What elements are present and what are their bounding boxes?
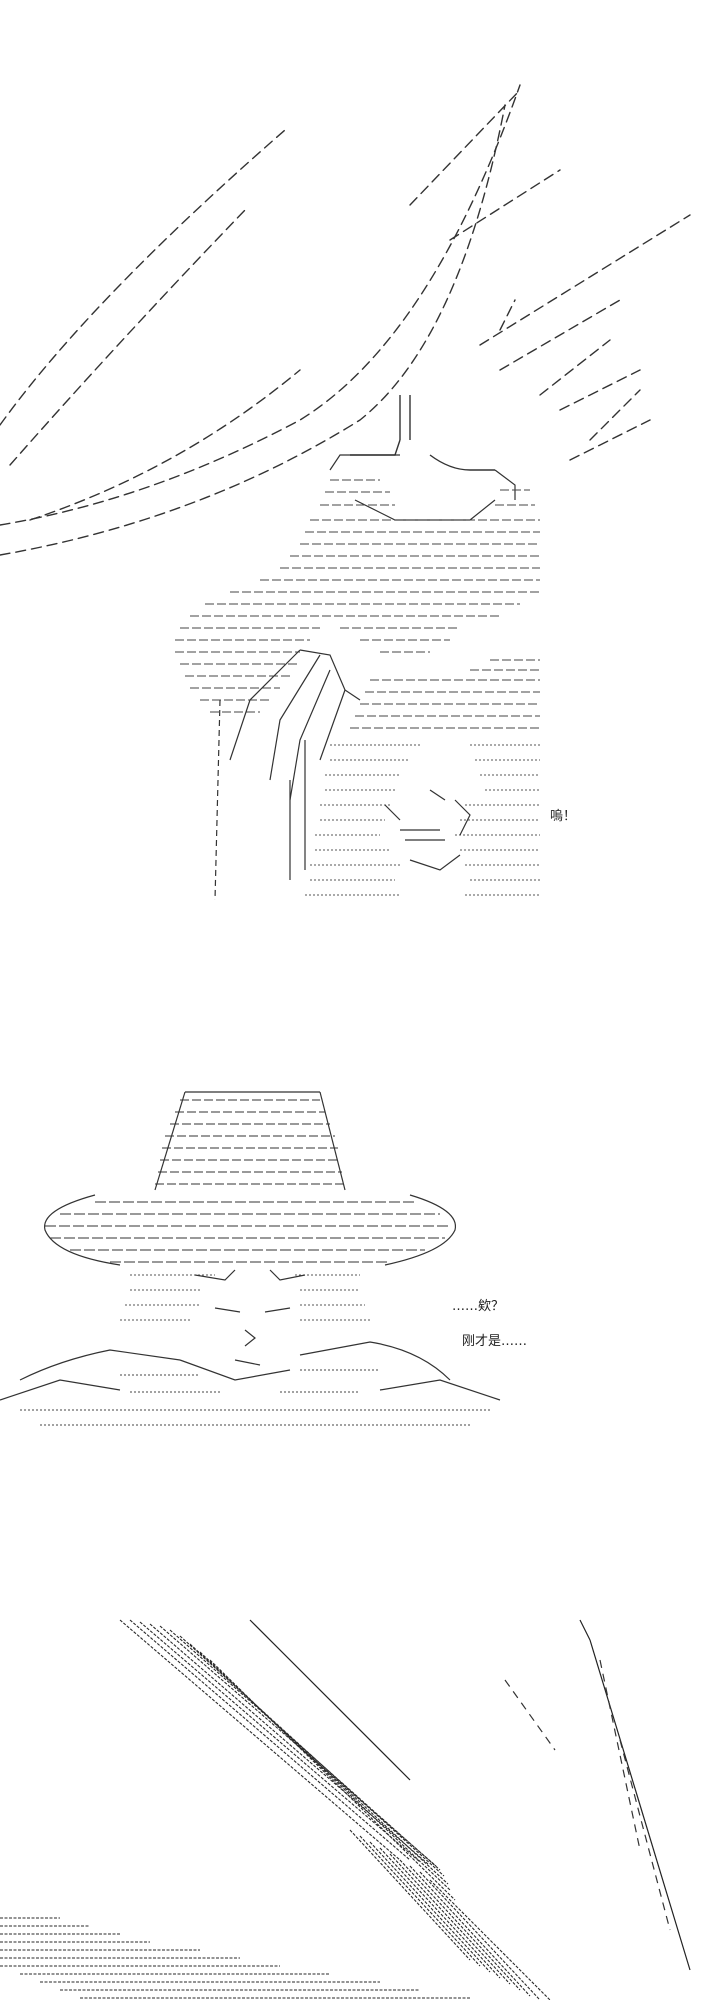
ascii-art-figure-back — [0, 84, 691, 901]
panel-1-hat-figure-back: 嗚！ — [0, 0, 720, 920]
panel-3-motion-lines — [0, 1600, 720, 2000]
dialogue-just-now: 刚才是…… — [462, 1334, 528, 1349]
dialogue-huh: ……欸？ — [452, 1299, 505, 1314]
ascii-art-figure-face — [0, 1091, 501, 1426]
ascii-art-motion-lines — [0, 1619, 691, 2000]
panel-2-hat-figure-face: ……欸？ 刚才是…… — [0, 1080, 720, 1440]
sound-effect-woo: 嗚！ — [550, 809, 577, 824]
